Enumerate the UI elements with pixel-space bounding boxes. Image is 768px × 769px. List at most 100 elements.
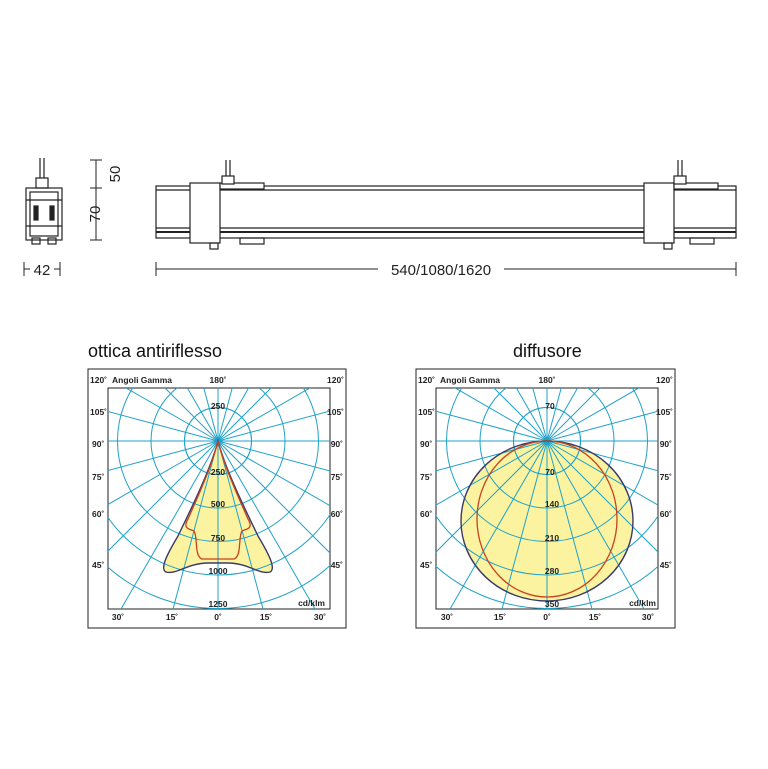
radial-line [108, 440, 219, 471]
angle-label-45-right: 45˚ [660, 560, 672, 570]
radial-line [454, 388, 548, 442]
bottom-label-30-right: 30˚ [314, 612, 326, 622]
angle-label-75-left: 75˚ [92, 472, 104, 482]
angle-label-120-left: 120˚ [90, 375, 107, 385]
radial-line [436, 440, 548, 553]
scale-value-5: 1250 [209, 599, 228, 609]
radial-line [546, 440, 658, 472]
angle-label-105-right: 105˚ [327, 407, 344, 417]
angle-label-105-right: 105˚ [656, 407, 673, 417]
angle-label-105-left: 105˚ [90, 407, 107, 417]
scale-value-3: 210 [545, 533, 559, 543]
diagram2-title: diffusore [513, 341, 582, 361]
angle-label-120-right: 120˚ [327, 375, 344, 385]
radial-line [546, 440, 645, 609]
radial-line [217, 440, 330, 554]
angle-label-105-left: 105˚ [418, 407, 435, 417]
angle-label-45-right: 45˚ [331, 560, 343, 570]
unit-label: cd/klm [629, 598, 656, 608]
angle-label-75-right: 75˚ [331, 472, 343, 482]
radial-line [546, 440, 658, 506]
radial-line [436, 440, 548, 506]
radial-line [546, 388, 601, 442]
light-distribution-curve-inner [185, 440, 251, 560]
angle-label-60-right: 60˚ [331, 509, 343, 519]
gamma-header: Angoli Gamma [112, 375, 172, 385]
side-view [155, 160, 737, 250]
angle-label-120-right: 120˚ [656, 375, 673, 385]
angle-label-60-right: 60˚ [660, 509, 672, 519]
angle-label-45-left: 45˚ [420, 560, 432, 570]
light-distribution-curve-inner [476, 440, 618, 598]
radial-line [108, 440, 219, 506]
angle-label-90-right: 90˚ [660, 439, 672, 449]
radial-line [108, 411, 219, 442]
bottom-label-0: 0˚ [214, 612, 222, 622]
angle-label-75-right: 75˚ [660, 472, 672, 482]
radial-line [186, 388, 219, 442]
angle-label-90-left: 90˚ [420, 439, 432, 449]
radial-line [532, 388, 548, 442]
angle-label-60-left: 60˚ [420, 509, 432, 519]
unit-label: cd/klm [298, 598, 325, 608]
angle-label-120-left: 120˚ [418, 375, 435, 385]
bottom-label-15-left: 15˚ [166, 612, 178, 622]
radial-line [436, 410, 548, 442]
radial-line [217, 440, 316, 609]
radial-line [493, 388, 548, 442]
scale-value-1: 250 [211, 467, 225, 477]
angle-label-45-left: 45˚ [92, 560, 104, 570]
scale-value-4: 280 [545, 566, 559, 576]
radial-line [217, 440, 330, 472]
angle-label-60-left: 60˚ [92, 509, 104, 519]
angle-label-75-left: 75˚ [420, 472, 432, 482]
radial-line [217, 388, 311, 442]
scale-value-4: 1000 [209, 566, 228, 576]
scale-value-1: 70 [545, 467, 555, 477]
radial-line [217, 388, 250, 442]
diagram1-title: ottica antiriflesso [88, 341, 222, 361]
radial-line [546, 440, 658, 553]
width-dimension [23, 262, 61, 276]
bottom-label-15-right: 15˚ [260, 612, 272, 622]
polar-diagram-diffusore: 120˚ Angoli Gamma 180˚ 120˚ 105˚ 105˚ 90… [415, 368, 676, 629]
angle-label-90-left: 90˚ [92, 439, 104, 449]
radial-line [217, 388, 233, 442]
radial-line [217, 440, 330, 507]
length-label: 540/1080/1620 [391, 262, 491, 279]
width-label: 42 [34, 262, 51, 279]
radial-line [449, 440, 548, 609]
bottom-label-30-right: 30˚ [642, 612, 654, 622]
angle-label-180: 180˚ [209, 375, 226, 385]
scale-value-2: 140 [545, 499, 559, 509]
radial-line [172, 440, 219, 609]
upper-scale-value: 70 [545, 401, 555, 411]
radial-line [203, 388, 219, 442]
upper-scale-value: 250 [211, 401, 225, 411]
scale-value-3: 750 [211, 533, 225, 543]
height-dimensions [90, 159, 102, 241]
gamma-header: Angoli Gamma [440, 375, 500, 385]
radial-line [217, 440, 264, 609]
polar-diagram-antiriflesso: 120˚ Angoli Gamma 180˚ 120˚ 105˚ 105˚ 90… [87, 368, 347, 629]
bottom-label-30-left: 30˚ [112, 612, 124, 622]
radial-line [546, 410, 658, 442]
radial-line [108, 440, 219, 552]
radial-line [436, 440, 548, 472]
radial-line [120, 440, 219, 609]
bottom-label-15-right: 15˚ [589, 612, 601, 622]
radial-line [501, 440, 548, 609]
radial-line [217, 410, 330, 442]
light-distribution-curve-outer [162, 438, 274, 574]
height-top-label: 50 [107, 166, 124, 183]
radial-line [217, 388, 272, 442]
radial-line [515, 388, 548, 442]
angle-label-180: 180˚ [538, 375, 555, 385]
section-view [25, 158, 63, 245]
length-dimension [155, 262, 737, 276]
scale-value-5: 350 [545, 599, 559, 609]
radial-line [546, 388, 579, 442]
height-body-label: 70 [87, 206, 104, 223]
radial-line [546, 388, 640, 442]
